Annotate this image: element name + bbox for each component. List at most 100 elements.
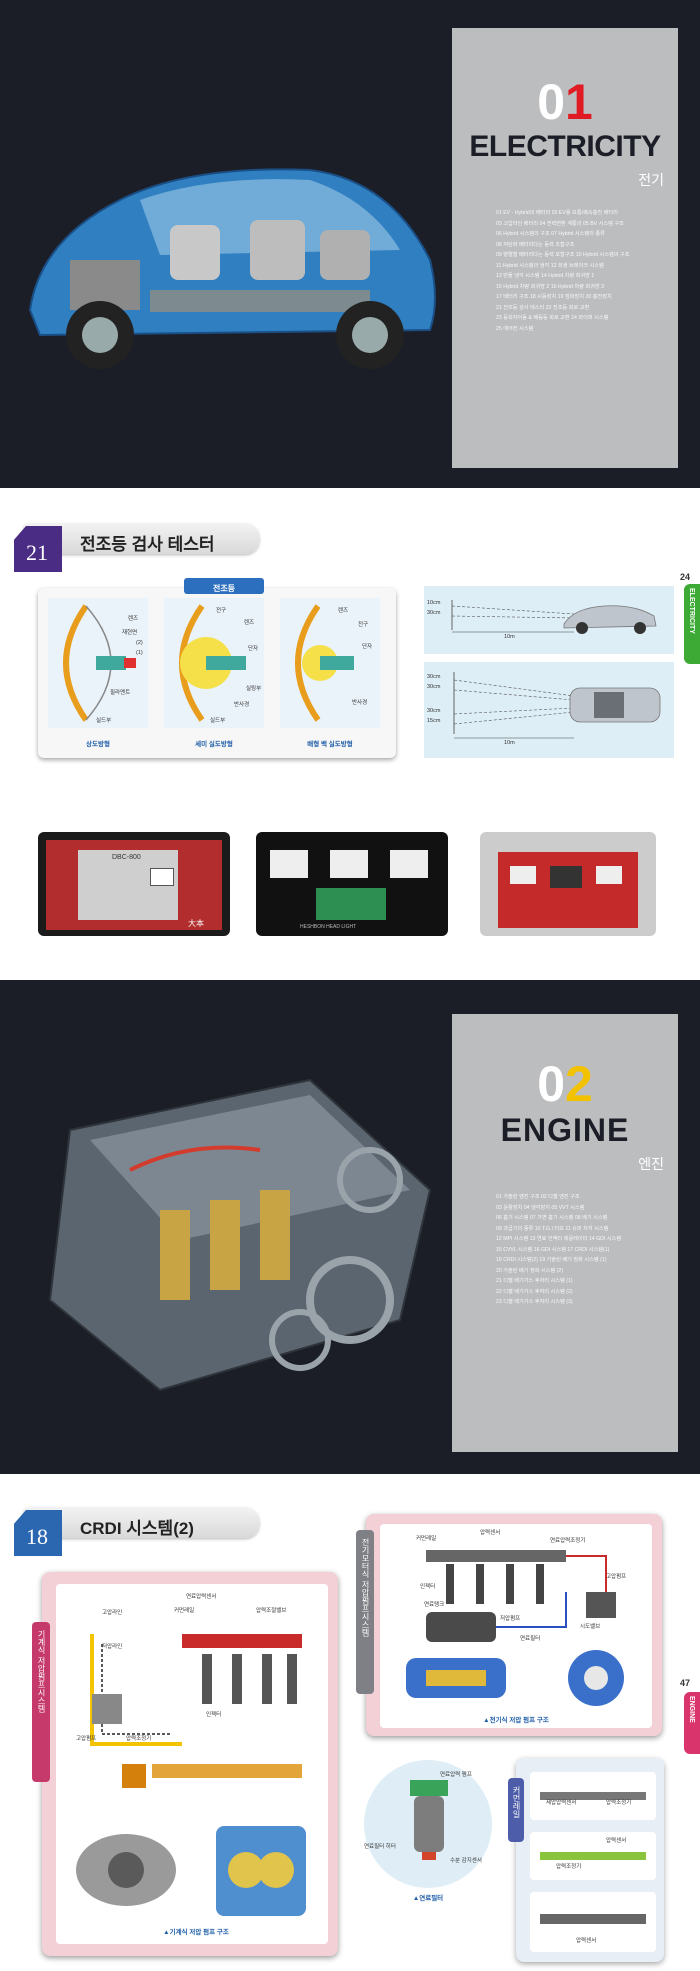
panel-vertical-tab: 커먼레일 <box>508 1778 524 1842</box>
panel-tab: 전조등 <box>184 578 264 594</box>
beam-height-label: 30cm <box>427 610 441 616</box>
diagram-label: 재현면 <box>122 630 138 636</box>
fuel-filter-diagram <box>410 1780 448 1860</box>
toc-item: 21 디젤 배기가스 후처리 시스템 (1) <box>496 1278 573 1284</box>
section-number: 21 <box>26 540 48 565</box>
diagram-label: 시도밸브 <box>580 1624 601 1630</box>
toc-item: 23 디젤 배기가스 후처리 시스템 (3) <box>496 1299 573 1305</box>
diagram-label: 고압라인 <box>102 1610 123 1616</box>
chapter-side-tab-label: ELECTRICITY <box>688 588 695 634</box>
diagram-label: 반사경 <box>352 700 368 706</box>
beam-height-label: 30cm <box>427 674 441 680</box>
chapter-title: ELECTRICITY <box>469 130 661 163</box>
beam-height-label: 30cm <box>427 708 441 714</box>
diagram-label: 전구 <box>358 622 369 628</box>
diagram-label: 연료압력센서 <box>186 1594 217 1600</box>
diagram-label: 고압펌프 <box>76 1736 97 1742</box>
section-heading-bar <box>24 1508 259 1538</box>
mechanical-pump-panel: 기계식 저압펌프시스템 연료압력센서 커먼레일 압력조절밸브 고압라인 저압라인… <box>32 1572 338 1956</box>
beam-height-label: 30cm <box>427 684 441 690</box>
diagram-label: 실드부 <box>210 718 226 724</box>
diagram-label: 필라멘트 <box>110 690 131 696</box>
page-number: 47 <box>680 1678 691 1688</box>
panel-vertical-tab: 전기모터식 저압펌프시스템 <box>356 1530 374 1694</box>
diagram-label: 커먼레일 <box>174 1608 195 1614</box>
beam-height-label: 15cm <box>427 718 441 724</box>
beam-height-label: 10cm <box>427 600 441 606</box>
beam-top-diagram <box>453 672 661 739</box>
tester-2-label: HESHBON HEAD LIGHT <box>300 924 357 930</box>
section-number-chip: 18 <box>14 1510 62 1556</box>
rail-bar <box>540 1914 646 1924</box>
tester-2-meter <box>270 850 308 878</box>
toc-item: 06 Hybrid 시스템의 구조 07 Hybrid 시스템의 종류 <box>496 231 605 237</box>
toc-item: 11 Hybrid 시스템의 냉각 12 회생 브레이크 시스템 <box>496 262 604 269</box>
diagram-label: 압력센서 <box>576 1938 597 1944</box>
diagram-label: 연료압력 펌프 <box>440 1772 472 1778</box>
diagram-label: 단자 <box>362 644 373 650</box>
chapter-toc: 01 EV · Hybrid의 배터리 02 EV용 보통/쾌속충전 배터리 0… <box>496 208 672 334</box>
fuel-filter-panel <box>364 1760 492 1888</box>
beam-aim-side-view: 10cm 30cm 10m <box>424 586 674 654</box>
toc-item: 15 CVVL 시스템 16 GDI 시스템 17 CRDI 시스템(1) <box>496 1246 610 1253</box>
diagram-label: 압력센서 <box>480 1530 501 1536</box>
headlight-types-panel: 전조등 렌즈 재현면 (2) (1) <box>38 578 396 758</box>
diagram-label: 인젝터 <box>206 1712 222 1718</box>
diagram-label: 실링부 <box>246 686 262 692</box>
toc-item: 21 전조등 검사 테스터 22 전조등 회로 교환 <box>496 304 590 311</box>
toc-item: 03 윤활장치 04 냉각장치 05 VVT 시스템 <box>496 1204 585 1211</box>
toc-item: 15 Hybrid 차량 회귀방 2 16 Hybrid 차량 회귀방 3 <box>496 283 604 290</box>
beam-distance-label: 10m <box>504 634 515 640</box>
diagram-label: 반사경 <box>234 702 250 708</box>
page-24: 21 전조등 검사 테스터 24 ELECTRICITY 전조등 <box>0 488 700 980</box>
tester-photo-2: HESHBON HEAD LIGHT <box>256 832 448 936</box>
toc-item: 25 에어컨 시스템 <box>496 325 534 332</box>
diagram-label: 압력조정기 <box>606 1800 632 1806</box>
rail-bar <box>540 1792 646 1800</box>
rail-image <box>530 1892 656 1952</box>
diagram-label: 저압라인 <box>102 1644 123 1650</box>
diagram-label: 인젝터 <box>420 1584 436 1590</box>
tester-2-meter <box>390 850 428 878</box>
diagram-caption: 배형 백 실도방형 <box>307 741 353 748</box>
toc-item: 08 저탄화 배터리다는 동력 조합구조 <box>496 241 575 248</box>
diagram-label: 제압압력센서 <box>546 1800 577 1806</box>
tester-2-screen <box>316 888 386 920</box>
toc-item: 17 배터리 구조 18 시동장치 19 점화장치 20 충전장치 <box>496 294 612 300</box>
electric-diagram-frame: 커먼레일 압력센서 연료압력조정기 고압펌프 인젝터 연료탱크 저압펌프 연료필… <box>380 1524 652 1728</box>
diagram-label: 전구 <box>216 608 227 614</box>
diagram-label: 실드부 <box>96 718 112 724</box>
common-rail-panel: 커먼레일 제압압력센서 압력조정기 압력센서 압력조정기 압력센서 <box>508 1758 664 1962</box>
section-number-chip: 21 <box>14 526 62 572</box>
panel-vertical-label: 커먼레일 <box>512 1786 521 1818</box>
diagram-label: 고압펌프 <box>606 1574 627 1580</box>
rail-image <box>530 1772 656 1820</box>
toc-item: 12 MPI 시스템 13 연료 인젝터 레귤레이터 14 GDI 시스템 <box>496 1236 622 1242</box>
mechanical-system-diagram <box>90 1634 302 1788</box>
beam-distance-label: 10m <box>504 740 515 746</box>
toc-item: 09 병렬형 배터리다는 동력 포함구조 10 Hybrid 시스템의 구조 <box>496 252 630 258</box>
chapter-number-second: 1 <box>565 74 593 130</box>
panel-vertical-tab: 기계식 저압펌프시스템 <box>32 1622 50 1782</box>
toc-item: 01 EV · Hybrid의 배터리 02 EV용 보통/쾌속충전 배터리 <box>496 210 618 216</box>
diagram-label: 압력조절밸브 <box>256 1608 287 1614</box>
diagram-caption: 상도방형 <box>86 741 110 748</box>
chapter-side-tab: ENGINE <box>684 1692 700 1754</box>
toc-item: 22 디젤 배기가스 후처리 시스템 (2) <box>496 1288 573 1295</box>
diagram-label: 연료필터 <box>520 1636 541 1642</box>
diagram-label: 연료압력조정기 <box>550 1538 586 1544</box>
rail-bar <box>540 1852 646 1860</box>
panel-vertical-label: 전기모터식 저압펌프시스템 <box>361 1538 370 1637</box>
beam-side-diagram <box>451 600 657 634</box>
engine-cutaway-image <box>48 1078 432 1392</box>
panel-tab-label: 전조등 <box>212 584 236 593</box>
chapter-subtitle: 엔진 <box>638 1156 664 1172</box>
toc-item: 01 가솔린 엔진 구조 02 디젤 엔진 구조 <box>496 1194 580 1200</box>
beam-aim-top-view: 30cm 30cm 30cm 15cm 10m <box>424 662 674 758</box>
halogen-sealed-beam-diagram <box>280 598 380 728</box>
ev-car-cutaway-image <box>28 168 436 369</box>
tester-2-meter <box>330 850 368 878</box>
electric-pump-panel: 전기모터식 저압펌프시스템 커먼레일 압력센서 연료압력조정기 고압펌프 인젝터… <box>356 1514 662 1736</box>
toc-item: 20 가솔린 배기 정화 시스템 (2) <box>496 1267 564 1274</box>
tester-photo-1: DBC-800 大本 <box>38 832 230 936</box>
